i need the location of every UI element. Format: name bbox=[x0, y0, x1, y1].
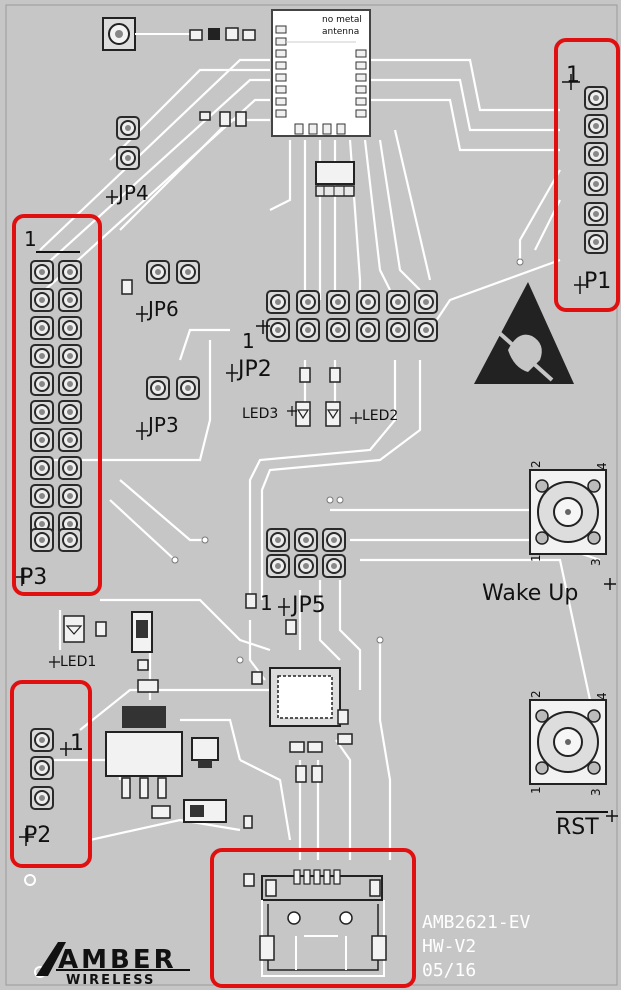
diode-vertical bbox=[131, 611, 159, 693]
wake-pin4: 4 bbox=[595, 462, 609, 470]
jumper-jp6: JP6 bbox=[121, 260, 200, 322]
highlight-p1 bbox=[554, 38, 620, 312]
led-indicators: LED3 LED2 bbox=[242, 367, 398, 427]
p1-pin1: 1 bbox=[566, 63, 580, 88]
smd-parts-top bbox=[189, 27, 256, 127]
jumper-jp5: 1 JP5 bbox=[245, 528, 346, 635]
diode-horizontal bbox=[151, 799, 253, 829]
connector-p1: 1 P1 bbox=[562, 63, 611, 294]
jp5-label: JP5 bbox=[290, 593, 326, 618]
jumper-jp2: 1 JP2 bbox=[226, 290, 438, 382]
highlight-usb bbox=[210, 848, 416, 988]
wake-up-button: 2 4 1 3 Wake Up bbox=[482, 460, 616, 606]
rst-pin3: 3 bbox=[589, 788, 603, 796]
wake-pin1: 1 bbox=[529, 554, 543, 562]
module-label-line2: antenna bbox=[322, 27, 359, 37]
led1-label: LED1 bbox=[60, 654, 96, 670]
logo-wireless: WIRELESS bbox=[66, 973, 155, 988]
jp4-label: JP4 bbox=[116, 181, 149, 205]
wake-up-label: Wake Up bbox=[482, 581, 578, 606]
led1-area: LED1 bbox=[49, 615, 107, 670]
rst-pin1: 1 bbox=[529, 786, 543, 794]
qfn-chip bbox=[251, 667, 353, 783]
highlight-p2 bbox=[10, 680, 92, 868]
wake-pin2: 2 bbox=[529, 460, 543, 468]
board-info-line2: HW-V2 bbox=[422, 936, 476, 957]
voltage-regulator bbox=[105, 706, 219, 799]
wake-pin3: 3 bbox=[589, 558, 603, 566]
highlights bbox=[10, 38, 620, 988]
radio-module: no metal antenna bbox=[271, 9, 371, 137]
p2-label: P2 bbox=[24, 823, 51, 848]
led3-label: LED3 bbox=[242, 406, 278, 422]
highlight-p3 bbox=[12, 214, 102, 596]
jp2-label: JP2 bbox=[236, 357, 272, 382]
reset-button: 2 4 1 3 RST bbox=[529, 690, 618, 840]
jp5-pin1: 1 bbox=[260, 591, 273, 615]
rst-pin4: 4 bbox=[595, 692, 609, 700]
rst-label: RST bbox=[556, 815, 599, 840]
p1-label: P1 bbox=[584, 269, 611, 294]
jp2-pin1: 1 bbox=[242, 329, 255, 353]
connector-p2: 1 P2 bbox=[19, 728, 84, 848]
board-info-line1: AMB2621-EV bbox=[422, 912, 531, 933]
module-regulator bbox=[315, 161, 355, 197]
led2-label: LED2 bbox=[362, 408, 398, 424]
esd-warning-icon bbox=[474, 282, 574, 384]
module-label-line1: no metal bbox=[322, 15, 362, 25]
traces bbox=[39, 58, 601, 860]
jp6-label: JP6 bbox=[146, 297, 179, 321]
board-info-line3: 05/16 bbox=[422, 960, 476, 981]
p2-pin1: 1 bbox=[70, 731, 84, 756]
p3-pin1: 1 bbox=[24, 227, 37, 251]
rst-pin2: 2 bbox=[529, 690, 543, 698]
jp3-label: JP3 bbox=[146, 413, 179, 437]
connector-p3: 1 P3 bbox=[15, 227, 82, 590]
jumper-jp3: JP3 bbox=[136, 376, 200, 440]
amber-wireless-logo: AMBER WIRELESS bbox=[36, 942, 190, 988]
usb-connector bbox=[243, 869, 387, 977]
board-info: AMB2621-EV HW-V2 05/16 bbox=[422, 912, 531, 981]
jumper-jp4: JP4 bbox=[106, 116, 149, 205]
antenna-connector bbox=[102, 17, 190, 51]
